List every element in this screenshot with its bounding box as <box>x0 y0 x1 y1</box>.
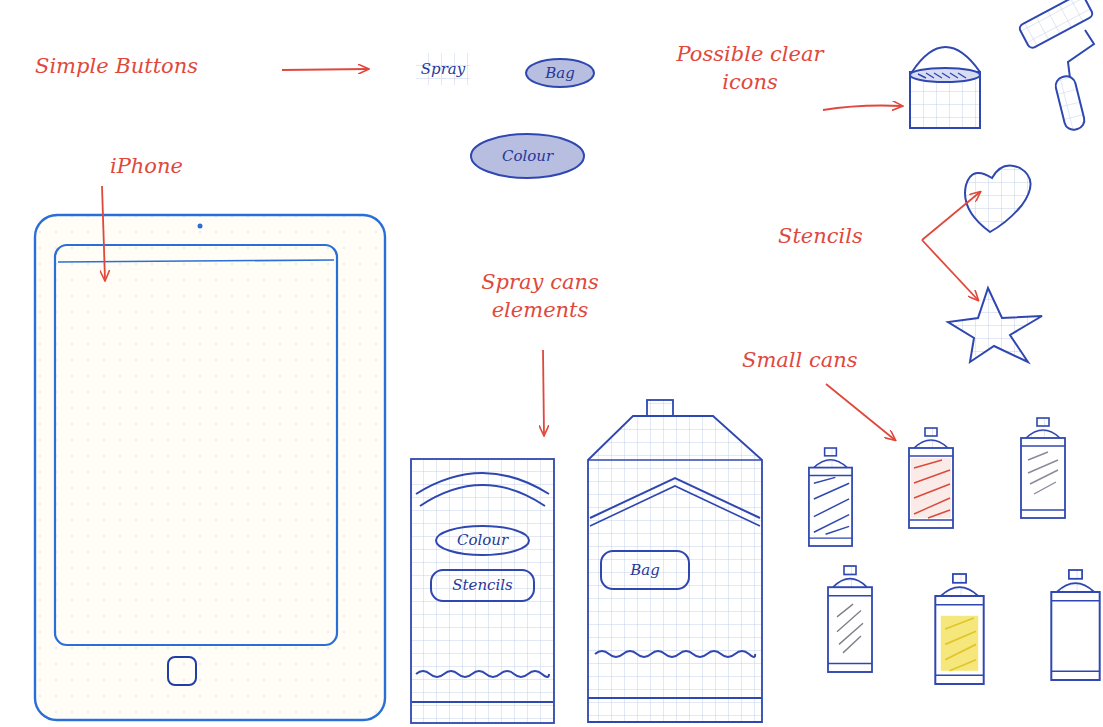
roller-icon <box>1018 0 1094 132</box>
button-text: Colour <box>435 525 530 556</box>
bucket-icon <box>910 47 980 128</box>
sketch-button: Bag <box>600 550 690 590</box>
sketch-button: Colour <box>435 525 530 556</box>
button-text: Stencils <box>430 569 535 602</box>
annotation-label: Spray cans elements <box>440 268 640 325</box>
spray-can-element: Bag <box>585 390 765 724</box>
button-text: Bag <box>600 550 690 590</box>
sketch-button: Spray <box>415 52 471 86</box>
annotation-label: Simple Buttons <box>35 52 275 80</box>
heart-stencil <box>965 166 1031 232</box>
node-outline <box>585 390 765 724</box>
annotation-label: Stencils <box>778 222 918 250</box>
annotation-label: Possible clear icons <box>650 40 850 97</box>
button-text: Spray <box>415 52 471 86</box>
iphone-outline <box>35 215 385 720</box>
star-stencil <box>948 288 1042 362</box>
button-text: Bag <box>525 58 595 88</box>
sketch-button: Colour <box>470 133 585 179</box>
spray-can-element: ColourStencils <box>410 458 555 724</box>
annotation-label: Small cans <box>742 346 902 374</box>
sketch-button: Stencils <box>430 569 535 602</box>
sketch-button: Bag <box>525 58 595 88</box>
button-text: Colour <box>470 133 585 179</box>
annotation-label: iPhone <box>110 152 230 180</box>
small-can <box>809 418 1100 684</box>
leader-arrow <box>102 69 980 440</box>
